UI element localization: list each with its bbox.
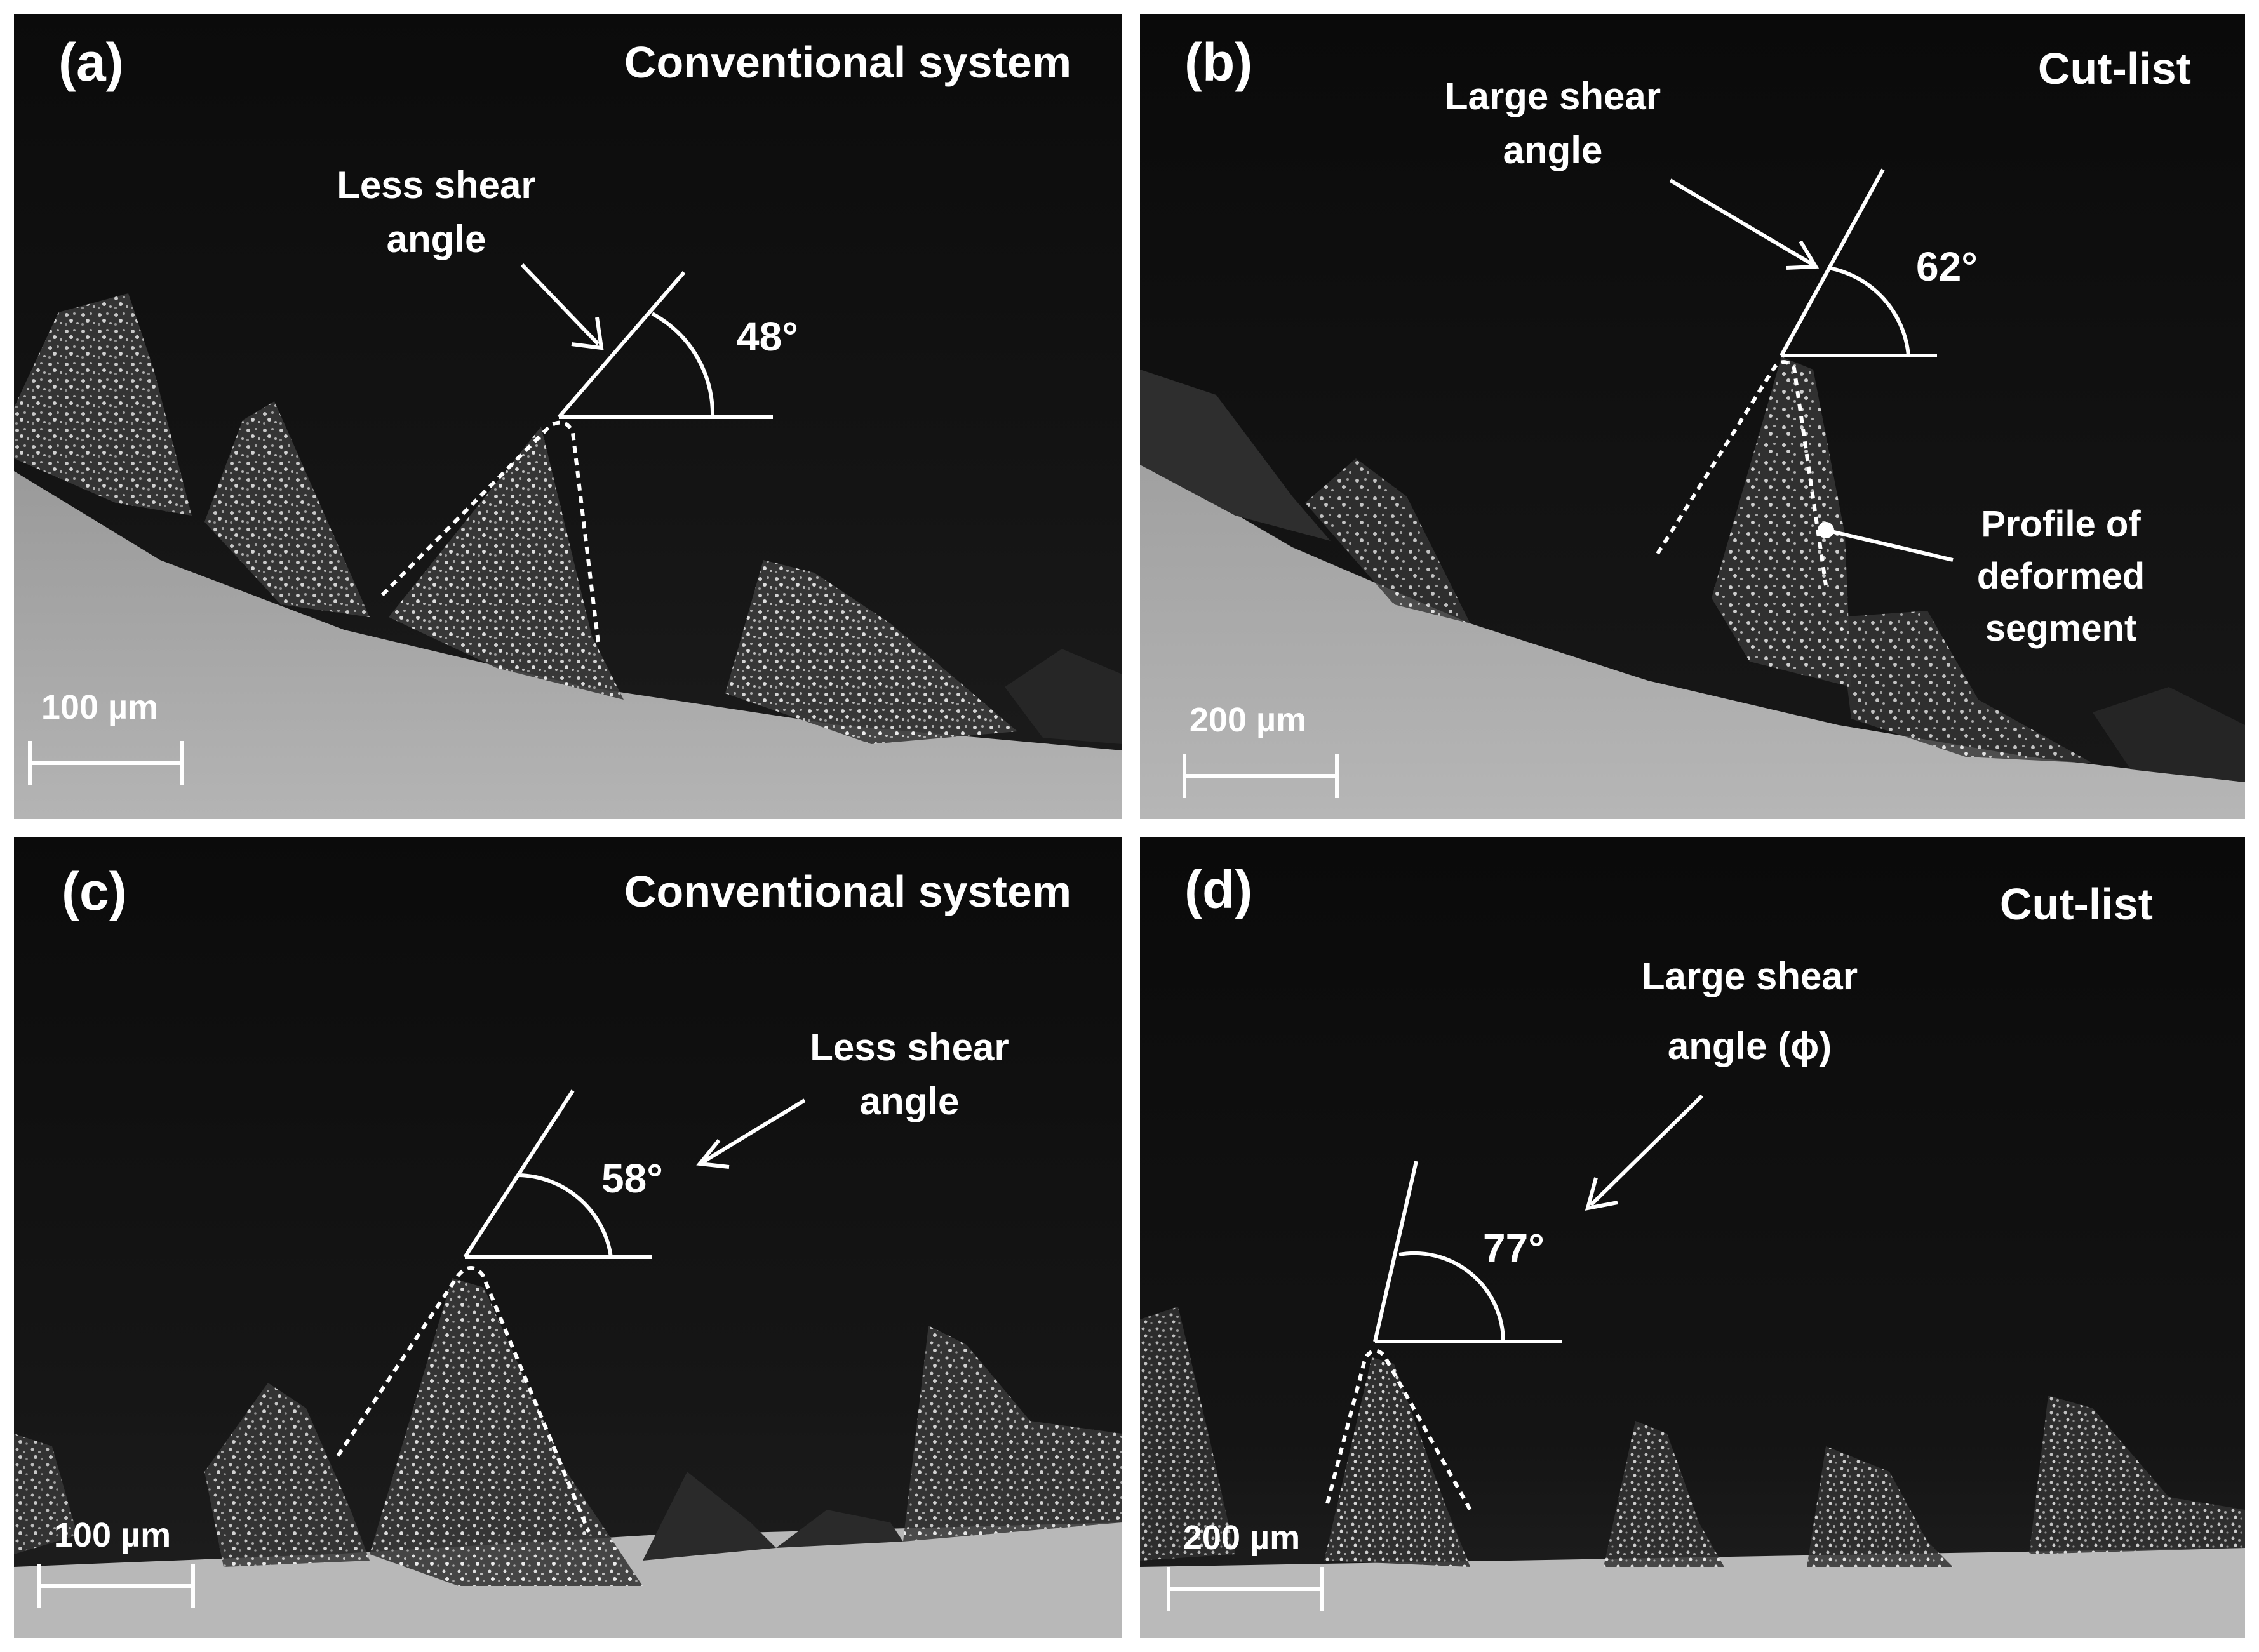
panel-a-tag: (a) [58, 32, 124, 92]
panel-b-profile-pointer [1818, 522, 1954, 562]
panel-b-profile-line1: Profile of [1981, 503, 2141, 545]
panel-c-image: (c) Conventional system Less shear angle… [14, 837, 1122, 1638]
panel-b-arrow [1669, 178, 1820, 270]
panel-a-annotation-line1: Less shear [337, 164, 536, 206]
panel-b-segment-profile [1656, 360, 1828, 586]
panel-c-angle-label: 58° [601, 1156, 663, 1201]
panel-c: (c) Conventional system Less shear angle… [14, 837, 1122, 1638]
panel-d-substrate [1140, 1548, 2245, 1638]
panel-d-annotation-line2: angle (ϕ) [1668, 1025, 1832, 1067]
panel-b-annotation-line1: Large shear [1445, 75, 1661, 117]
panel-b-angle-label: 62° [1916, 244, 1978, 290]
panel-c-title: Conventional system [624, 867, 1071, 916]
panel-d-angle-label: 77° [1483, 1225, 1545, 1271]
panel-d-image: (d) Cut-list Large shear angle (ϕ) 77° 2… [1140, 837, 2245, 1638]
panel-c-scale-bar [37, 1564, 195, 1608]
panel-a-annotation-line2: angle [387, 218, 486, 260]
panel-a-arrow [520, 263, 604, 350]
panel-a-angle-label: 48° [737, 314, 798, 359]
panel-d-annotation-line1: Large shear [1642, 955, 1858, 997]
panel-c-scale-bar-label: 100 µm [54, 1516, 171, 1554]
panel-b-chip-segments [1140, 357, 2245, 782]
panel-b-profile-line2: deformed [1977, 556, 2145, 597]
panel-c-chip-segments [14, 1278, 1122, 1586]
panel-d-tag: (d) [1184, 860, 1252, 919]
panel-d-scale-bar-label: 200 µm [1183, 1519, 1300, 1557]
panel-b-scale-bar-label: 200 µm [1190, 701, 1306, 739]
panel-b-title: Cut-list [2038, 44, 2191, 93]
panel-c-tag: (c) [62, 862, 127, 921]
panel-a: (a) Conventional system Less shear angle… [14, 14, 1122, 819]
panel-c-angle-indicator [463, 1089, 652, 1259]
panel-a-scale-bar-label: 100 µm [41, 688, 158, 726]
panel-c-arrow [696, 1098, 806, 1169]
panel-b-substrate [1140, 458, 2245, 819]
panel-d-angle-indicator [1373, 1161, 1562, 1343]
panel-c-segment-profile [336, 1266, 591, 1533]
panel-a-scale-bar [28, 741, 184, 785]
panel-d: (d) Cut-list Large shear angle (ϕ) 77° 2… [1140, 837, 2245, 1638]
panel-c-annotation-line1: Less shear [810, 1026, 1009, 1069]
panel-b-angle-indicator [1780, 168, 1937, 357]
panel-b-tag: (b) [1184, 32, 1252, 92]
panel-d-arrow [1585, 1094, 1704, 1211]
panel-d-chip-segments [1140, 1307, 2245, 1567]
panel-a-chip-segments [14, 293, 1122, 744]
panel-c-annotation-line2: angle [860, 1080, 960, 1122]
panel-d-title: Cut-list [2000, 879, 2153, 929]
panel-b-scale-bar [1183, 754, 1339, 798]
panel-b-annotation-line2: angle [1503, 129, 1603, 171]
panel-a-angle-indicator [557, 271, 773, 419]
panel-b: (b) Cut-list Large shear angle 62° Profi… [1140, 14, 2245, 819]
panel-a-title: Conventional system [624, 37, 1071, 87]
panel-b-profile-line3: segment [1985, 608, 2137, 649]
panel-d-scale-bar [1167, 1567, 1324, 1611]
panel-a-image: (a) Conventional system Less shear angle… [14, 14, 1122, 819]
panel-b-image: (b) Cut-list Large shear angle 62° Profi… [1140, 14, 2245, 819]
